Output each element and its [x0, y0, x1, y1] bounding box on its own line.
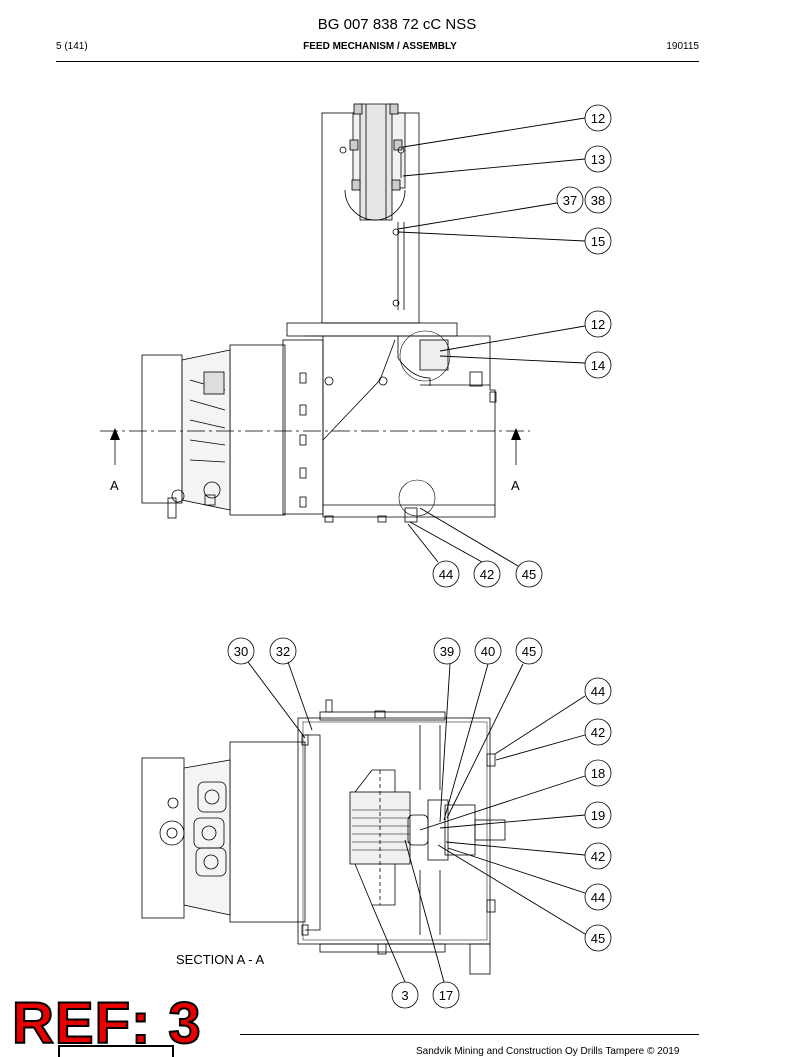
callout-label: 13 — [591, 152, 605, 167]
top-view-assembly — [141, 103, 497, 523]
callout-label: 32 — [276, 644, 290, 659]
callout-label: 40 — [481, 644, 495, 659]
section-view-label: SECTION A - A — [176, 952, 265, 967]
callout-label: 44 — [439, 567, 453, 582]
callout-label: 15 — [591, 234, 605, 249]
callout-label: 12 — [591, 111, 605, 126]
callout-label: 12 — [591, 317, 605, 332]
footer-rule — [240, 1034, 699, 1035]
callout-label: 38 — [591, 193, 605, 208]
document-date: 190115 — [666, 41, 699, 52]
footer-copyright: Sandvik Mining and Construction Oy Drill… — [416, 1046, 680, 1057]
company-logo — [58, 1045, 174, 1057]
callout-label: 45 — [522, 644, 536, 659]
callout-label: 19 — [591, 808, 605, 823]
section-title: FEED MECHANISM / ASSEMBLY — [303, 41, 457, 52]
callout-balloons — [227, 104, 612, 1009]
callout-label: 18 — [591, 766, 605, 781]
callout-label: 17 — [439, 988, 453, 1003]
document-title: BG 007 838 72 cC NSS — [317, 16, 477, 33]
callout-label: 42 — [591, 725, 605, 740]
callout-label: 44 — [591, 684, 605, 699]
section-view-assembly — [141, 699, 506, 975]
callout-label: 45 — [591, 931, 605, 946]
callout-label: 39 — [440, 644, 454, 659]
callout-label: 44 — [591, 890, 605, 905]
section-marker-left: A — [110, 478, 119, 493]
section-marker-right: A — [511, 478, 520, 493]
header-rule — [56, 61, 699, 62]
page-number: 5 (141) — [56, 41, 88, 52]
callout-label: 45 — [522, 567, 536, 582]
callout-label: 30 — [234, 644, 248, 659]
callout-label: 3 — [401, 988, 408, 1003]
callout-label: 42 — [480, 567, 494, 582]
callout-label: 14 — [591, 358, 605, 373]
callout-label: 42 — [591, 849, 605, 864]
callout-label: 37 — [563, 193, 577, 208]
